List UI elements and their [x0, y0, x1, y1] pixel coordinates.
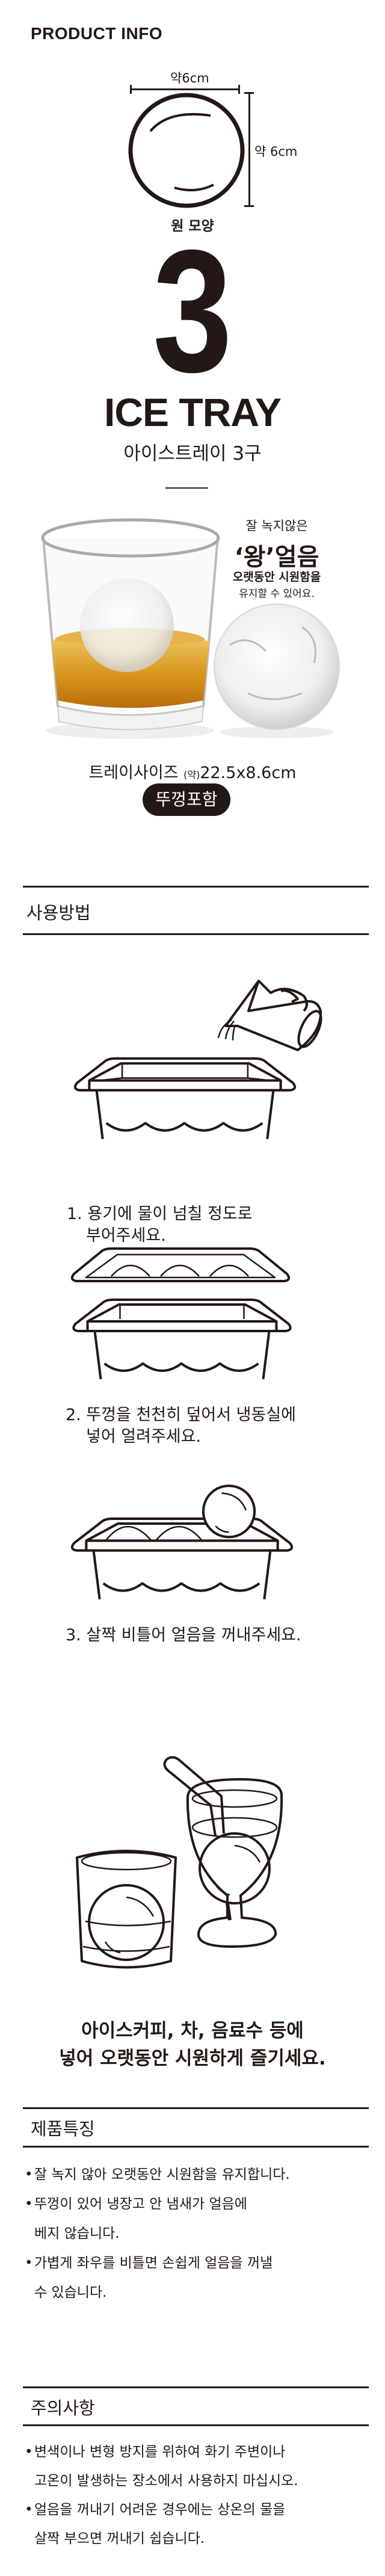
usage-step-2: 2. 뚜껑을 천천히 덮어서 냉동실에 넣어 얼려주세요.	[66, 1404, 296, 1448]
feature-item: •잘 녹지 않아 오랫동안 시원함을 유지합니다.	[25, 2167, 290, 2182]
height-dimension-line	[248, 92, 250, 206]
shape-label: 원 모양	[171, 218, 214, 234]
section-divider	[23, 2386, 369, 2388]
step-text: 넣어 얼려주세요.	[86, 1427, 202, 1446]
section-divider	[23, 886, 369, 888]
caution-item: •변색이나 변형 방지를 위하여 화기 주변이나	[25, 2444, 286, 2460]
usage-step-3: 3. 살짝 비틀어 얼음을 꺼내주세요.	[66, 1625, 301, 1646]
feature-item-continued: 수 있습니다.	[34, 2285, 107, 2300]
usage-step-1: 1. 용기에 물이 넘칠 정도로 부어주세요.	[67, 1203, 253, 1247]
section-divider	[23, 2107, 369, 2109]
promo-line-4: 유지할 수 있어요.	[239, 588, 315, 600]
section-header-product-info: PRODUCT INFO	[31, 24, 163, 43]
tray-size: 트레이사이즈 (약)22.5x8.6cm	[0, 759, 385, 783]
dimension-tick	[244, 92, 254, 94]
caution-item: •얼음을 꺼내기 어려운 경우에는 상온의 물을	[25, 2502, 286, 2518]
ice-tray-icon	[72, 1299, 292, 1380]
step-number: 1.	[67, 1205, 82, 1223]
cautions-list: •변색이나 변형 방지를 위하여 화기 주변이나 고온이 발생하는 장소에서 사…	[25, 2438, 298, 2553]
cavity-count: 3	[152, 214, 233, 409]
step-number: 2.	[66, 1406, 81, 1424]
height-label: 약 6cm	[254, 144, 298, 159]
width-dimension-line	[130, 88, 239, 90]
ice-tray-icon	[73, 1057, 297, 1140]
water-jug-icon	[217, 980, 322, 1051]
lid-included-badge: 뚜껑포함	[143, 783, 230, 816]
product-name-korean: 아이스트레이 3구	[123, 443, 262, 465]
feature-item-continued: 베지 않습니다.	[34, 2226, 120, 2241]
promo-line-1: 잘 녹지않은	[245, 519, 308, 533]
section-divider	[23, 2424, 369, 2426]
sphere-outline-icon	[128, 93, 245, 208]
promo-headline: ‘왕’얼음	[234, 543, 319, 571]
caution-item-continued: 살짝 부으면 꺼내기 쉽습니다.	[34, 2531, 205, 2547]
tray-size-value: 22.5x8.6cm	[200, 764, 297, 782]
whisky-glass-photo	[41, 518, 220, 739]
cautions-title: 주의사항	[31, 2398, 95, 2418]
title-underline	[165, 487, 208, 489]
tray-lid-icon	[70, 1247, 291, 1282]
product-name: ICE TRAY	[104, 390, 282, 434]
step-text: 살짝 비틀어 얼음을 꺼내주세요.	[86, 1626, 301, 1645]
tray-size-approx: (약)	[183, 769, 200, 780]
features-title: 제품특징	[31, 2119, 95, 2139]
closing-line-2: 넣어 오랫동안 시원하게 즐기세요.	[59, 2048, 326, 2069]
step-text: 부어주세요.	[86, 1226, 166, 1245]
caution-item-continued: 고온이 발생하는 장소에서 사용하지 마십시오.	[34, 2473, 298, 2489]
features-list: •잘 녹지 않아 오랫동안 시원함을 유지합니다. •뚜껑이 있어 냉장고 안 …	[25, 2160, 290, 2308]
closing-line-1: 아이스커피, 차, 음료수 등에	[81, 2020, 304, 2042]
tray-size-label: 트레이사이즈	[88, 764, 179, 782]
ice-tray-with-ball-icon	[70, 1484, 294, 1599]
step-text: 뚜껑을 천천히 덮어서 냉동실에	[86, 1406, 297, 1424]
dimension-tick	[130, 85, 132, 94]
section-divider	[23, 933, 369, 935]
feature-item: •가볍게 좌우를 비틀면 손쉽게 얼음을 꺼낼	[25, 2255, 273, 2271]
feature-item: •뚜껑이 있어 냉장고 안 냄새가 얼음에	[25, 2196, 247, 2212]
promo-line-3: 오랫동안 시원함을	[232, 570, 321, 584]
usage-title: 사용방법	[26, 903, 91, 923]
dimension-tick	[238, 85, 240, 94]
step-number: 3.	[66, 1626, 81, 1645]
drinks-with-ice-ball-icon	[76, 1756, 283, 1969]
ice-ball-photo	[214, 604, 340, 738]
width-label: 약6cm	[170, 71, 209, 85]
dimension-tick	[244, 205, 254, 207]
section-divider	[23, 2146, 369, 2148]
step-text: 용기에 물이 넘칠 정도로	[87, 1205, 253, 1223]
